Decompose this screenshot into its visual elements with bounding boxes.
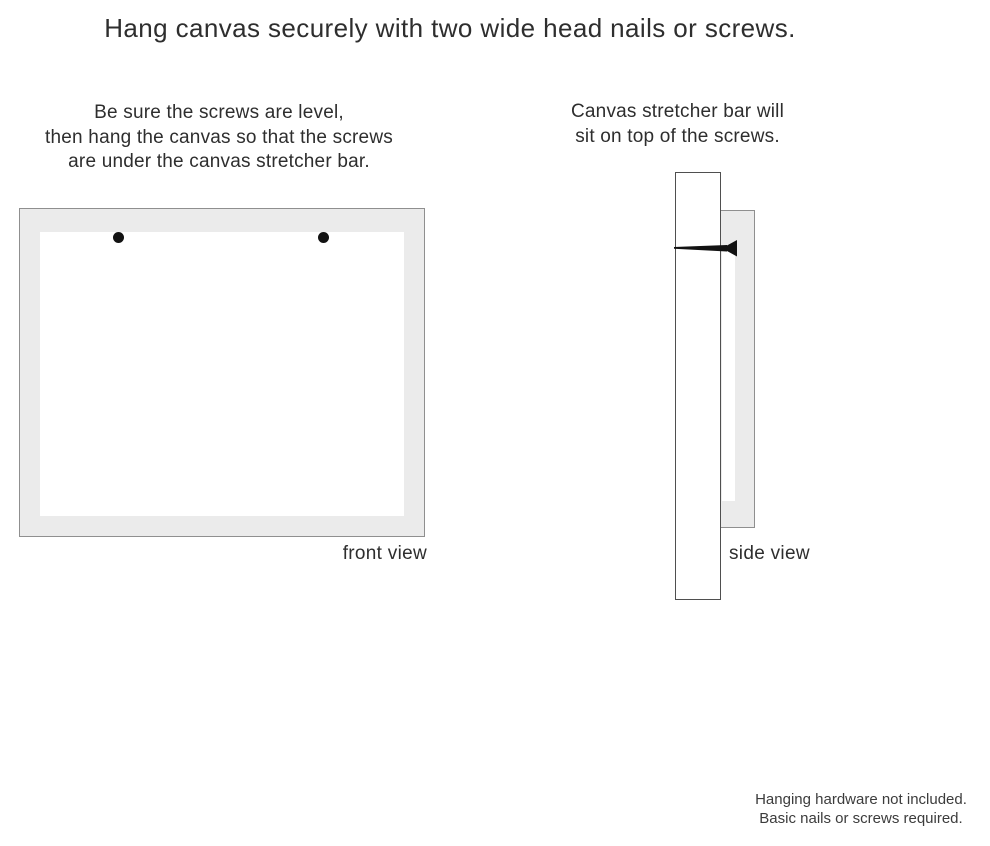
canvas-front-face (40, 232, 404, 516)
hardware-footnote: Hanging hardware not included. Basic nai… (750, 791, 972, 828)
front-instruction-text: Be sure the screws are level, then hang … (19, 101, 419, 175)
front-instruction-line-3: are under the canvas stretcher bar. (68, 151, 370, 172)
footnote-line-1: Hanging hardware not included. (755, 791, 967, 808)
side-instruction-text: Canvas stretcher bar will sit on top of … (540, 100, 815, 149)
front-view-label: front view (342, 543, 427, 564)
stretcher-bar-side (675, 172, 721, 600)
nail-shank (674, 245, 727, 252)
footnote-line-2: Basic nails or screws required. (759, 809, 963, 827)
front-instruction-line-1: Be sure the screws are level, (94, 102, 344, 123)
side-view-label: side view (729, 543, 810, 564)
nail-head (722, 240, 737, 257)
front-instruction-line-2: then hang the canvas so that the screws (45, 126, 393, 148)
nail-icon (674, 240, 737, 257)
canvas-side-inner-hollow (722, 249, 735, 501)
side-instruction-line-1: Canvas stretcher bar will (570, 101, 785, 122)
canvas-side-profile (720, 210, 755, 528)
left-screw-dot-icon (113, 232, 124, 243)
right-screw-dot-icon (318, 232, 329, 243)
canvas-front-view-frame (19, 208, 425, 537)
page-title: Hang canvas securely with two wide head … (104, 13, 796, 43)
side-instruction-line-2: sit on top of the screws. (575, 125, 780, 147)
